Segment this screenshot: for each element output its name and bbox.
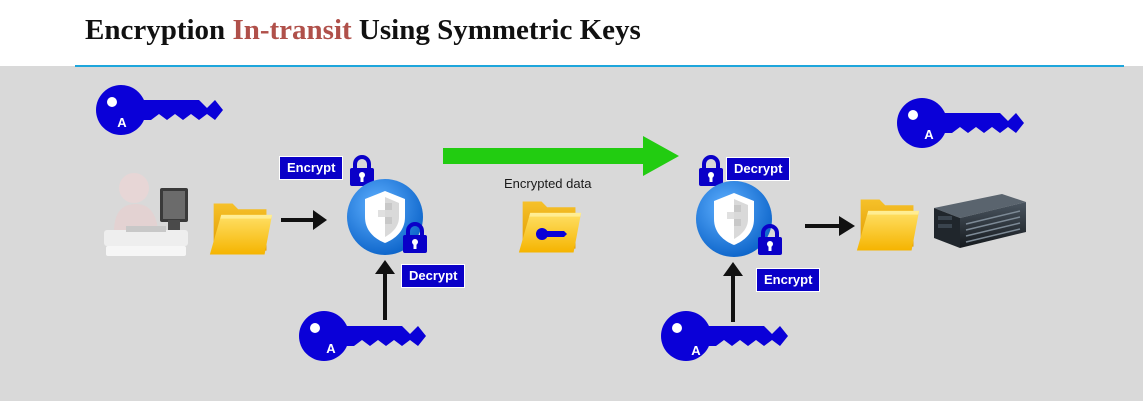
arrow-key-to-sender-icon (375, 260, 395, 320)
sender-key-icon: A (95, 84, 225, 136)
receiver-bottom-key-letter: A (691, 343, 701, 358)
receiver-key-letter: A (924, 127, 934, 142)
receiver-bottom-lock-icon (757, 224, 783, 256)
page-title: Encryption In-transit Using Symmetric Ke… (85, 14, 641, 47)
receiver-decrypt-label: Decrypt (726, 157, 791, 181)
sender-bottom-key-icon: A (298, 310, 428, 362)
receiver-folder-icon (850, 192, 926, 258)
transit-arrow-icon (443, 136, 679, 176)
receiver-key-icon: A (896, 97, 1026, 149)
encrypted-data-caption: Encrypted data (504, 176, 592, 191)
sender-folder-icon (203, 196, 279, 262)
title-underline (75, 65, 1124, 67)
arrow-folder-to-encrypt-icon (281, 210, 327, 230)
receiver-bottom-key-icon: A (660, 310, 790, 362)
title-part-1: Encryption (85, 14, 233, 46)
sender-bottom-key-letter: A (326, 341, 336, 356)
person-at-computer-icon (104, 173, 188, 256)
sender-bottom-lock-icon (402, 222, 428, 254)
sender-key-letter: A (117, 115, 127, 130)
sender-encrypt-label: Encrypt (279, 156, 344, 180)
title-accent: In-transit (232, 14, 352, 46)
sender-decrypt-label: Decrypt (401, 264, 466, 288)
encrypted-folder-icon (512, 194, 588, 260)
receiver-encrypt-label: Encrypt (756, 268, 821, 292)
server-icon (934, 194, 1026, 248)
arrow-decrypt-to-folder-icon (805, 216, 855, 236)
title-part-2: Using Symmetric Keys (351, 14, 641, 46)
arrow-key-to-receiver-icon (723, 262, 743, 322)
title-bar: Encryption In-transit Using Symmetric Ke… (0, 0, 1143, 66)
